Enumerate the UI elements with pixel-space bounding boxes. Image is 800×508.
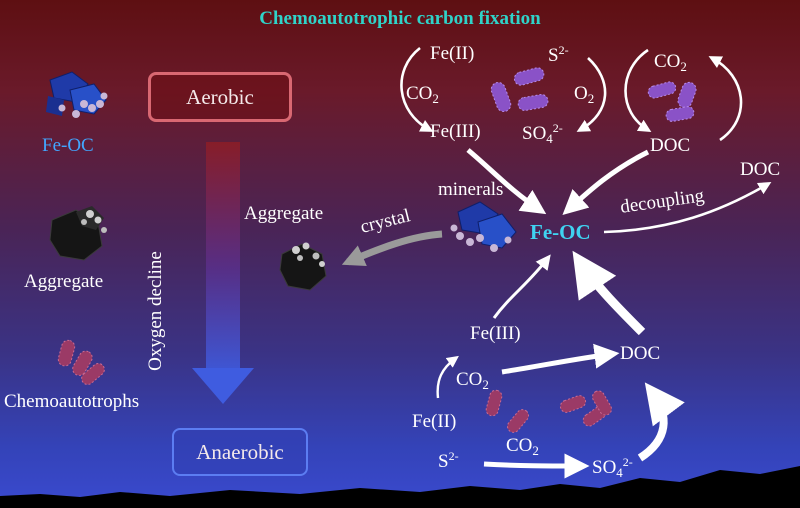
bacteria-aerobic-top: [490, 67, 697, 122]
decoupling-doc-label: DOC: [740, 159, 781, 180]
bacteria-legend: [57, 339, 105, 385]
bacteria-anaerobic: [485, 389, 612, 433]
minerals-label: minerals: [438, 179, 504, 200]
feoc-mineral-icon: [46, 71, 108, 118]
center-aggregate-label: Aggregate: [244, 203, 324, 224]
diagram-title: Chemoautotrophic carbon fixation: [259, 8, 541, 29]
anaerobic-so4-label: SO42-: [592, 455, 633, 480]
oxygen-decline-label: Oxygen decline: [145, 251, 166, 371]
anaerobic-co2-b-label: CO2: [506, 435, 539, 458]
anaerobic-cycle-arrows: [436, 250, 685, 479]
aerobic-o2-label: O2: [574, 83, 595, 106]
crystal-arrow: [341, 230, 443, 266]
anaerobic-fe2-label: Fe(II): [412, 411, 457, 432]
aerobic-fe3-label: Fe(III): [430, 121, 481, 142]
aerobic-fe2-label: Fe(II): [430, 43, 475, 64]
aerobic-co2-label: CO2: [406, 83, 439, 106]
ground-silhouette: [0, 466, 800, 508]
aerobic-doc-label: DOC: [650, 135, 691, 156]
aggregate-icon-legend: [49, 206, 107, 261]
center-mineral-icon: [450, 201, 517, 252]
anaerobic-co2-label: CO2: [456, 369, 489, 392]
aerobic-box: Aerobic: [148, 72, 292, 122]
legend-aggregate-label: Aggregate: [24, 271, 104, 292]
aerobic-cycle-arrows: [400, 46, 772, 234]
anaerobic-box: Anaerobic: [172, 428, 308, 476]
anaerobic-fe3-label: Fe(III): [470, 323, 521, 344]
aerobic-co2-right-label: CO2: [654, 51, 687, 74]
anaerobic-doc-label: DOC: [620, 343, 661, 364]
oxygen-decline-arrow: [192, 142, 254, 404]
feoc-center-label: Fe-OC: [530, 220, 591, 244]
aerobic-s2-label: S2-: [548, 43, 569, 66]
legend-chemoautotrophs-label: Chemoautotrophs: [4, 391, 140, 412]
legend-feoc-label: Fe-OC: [42, 135, 94, 156]
anaerobic-s2-label: S2-: [438, 449, 459, 472]
aggregate-icon-center: [279, 242, 327, 291]
aerobic-so4-label: SO42-: [522, 121, 563, 146]
